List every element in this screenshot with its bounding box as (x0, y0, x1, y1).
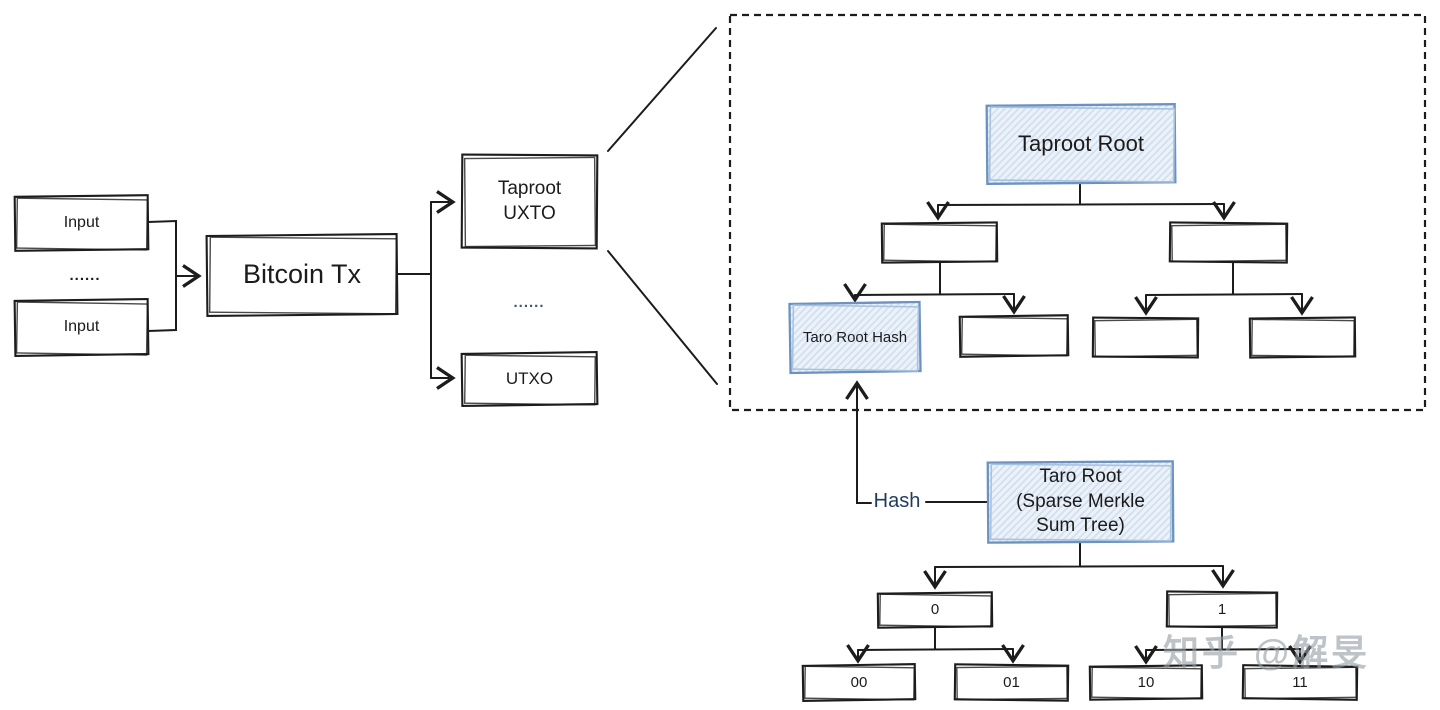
bitcoin-tx-label: Bitcoin Tx (242, 259, 362, 290)
watermark: 知乎 @解旻 (1163, 631, 1371, 673)
input-bottom-label: Input (63, 318, 100, 336)
node-10-label: 10 (1137, 673, 1155, 691)
taproot-uxto-box (460, 153, 599, 250)
outputs-ellipsis: ...... (513, 294, 545, 312)
taro-root-hash-box (788, 300, 922, 375)
taro-root-line1: Taro Root (1039, 465, 1122, 487)
tree-l2-right-box (1168, 221, 1289, 264)
taro-root-line3: Sum Tree) (1036, 515, 1125, 537)
input-bottom-box (13, 298, 150, 357)
zoom-guide-line-top (607, 27, 717, 152)
node-00-box (801, 663, 917, 702)
tree-l3-box-4 (1248, 316, 1357, 359)
zoom-guide-line-bottom (607, 250, 718, 385)
tree-l2-left-box (880, 221, 999, 264)
taproot-uxto-label: Taproot UXTO (462, 155, 597, 248)
node-1-label: 1 (1217, 600, 1227, 618)
node-01-label: 01 (1003, 673, 1020, 691)
hash-edge-label: Hash (873, 490, 921, 512)
node-0-label: 0 (930, 601, 940, 619)
node-11-label: 11 (1292, 673, 1308, 691)
taproot-root-branch-line (937, 182, 1225, 206)
node-0-box (876, 591, 994, 629)
branch-left-line (854, 261, 1015, 296)
tree-l3-box-2 (958, 314, 1070, 358)
node0-branch-line (857, 626, 1014, 651)
node1-branch-line (1145, 626, 1301, 651)
node-00-label: 00 (850, 673, 868, 691)
zoom-panel-border (728, 13, 1427, 412)
input-top-label: Input (63, 213, 100, 231)
taro-root-box (986, 460, 1175, 544)
bitcoin-tx-box (205, 232, 399, 318)
tree-l3-box-3 (1091, 316, 1200, 359)
inputs-bracket-line (147, 219, 177, 332)
hash-edge-up-arrow (845, 380, 872, 504)
inputs-ellipsis: ...... (69, 267, 101, 285)
utxo-label: UTXO (505, 368, 554, 388)
taro-root-label: Taro Root (Sparse Merkle Sum Tree) (988, 462, 1173, 542)
node-01-box (953, 663, 1070, 702)
taro-root-hash-label: Taro Root Hash (802, 328, 908, 346)
taproot-root-label: Taproot Root (1018, 130, 1144, 156)
taproot-root-box (985, 103, 1177, 185)
utxo-box (460, 350, 599, 407)
node-11-box (1241, 664, 1359, 701)
bitcoin-outputs-bracket (396, 201, 432, 379)
node-10-box (1088, 664, 1204, 701)
branch-right-line (1145, 261, 1303, 296)
taro-root-branch-line (934, 541, 1224, 568)
node-1-box (1165, 590, 1279, 629)
taproot-uxto-line2: UXTO (503, 202, 556, 224)
taro-root-line2: (Sparse Merkle (1016, 490, 1145, 512)
input-top-box (13, 194, 150, 252)
taproot-uxto-line1: Taproot (497, 177, 562, 199)
